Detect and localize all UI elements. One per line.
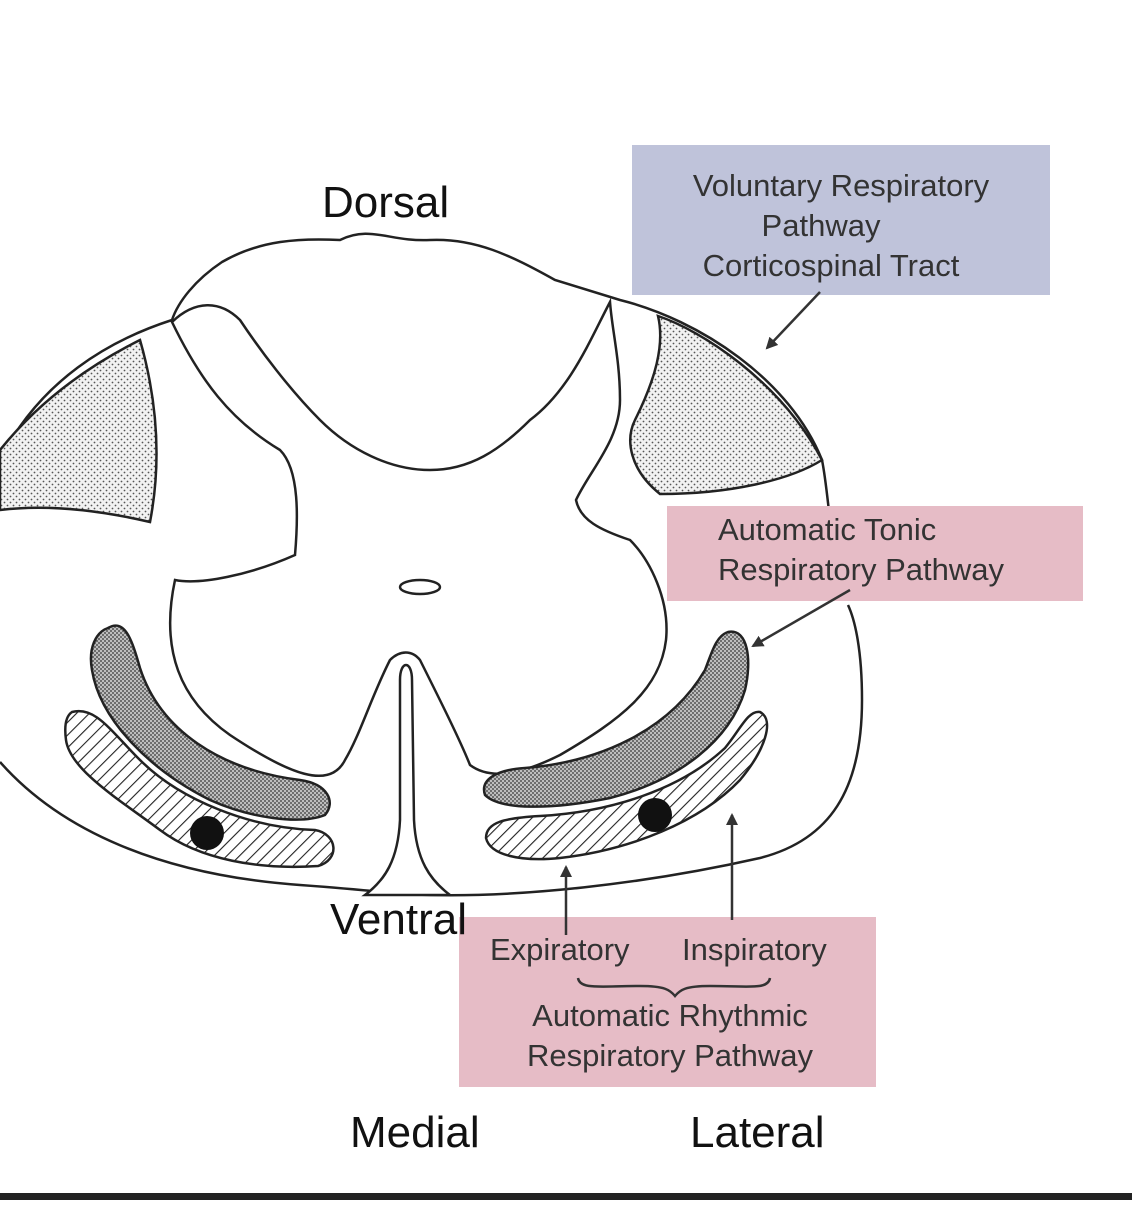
tonic-line-2: Respiratory Pathway: [718, 552, 1005, 587]
inspiratory-label: Inspiratory: [682, 932, 827, 967]
left-corticospinal-region: [0, 338, 158, 524]
bottom-border: [0, 1193, 1132, 1200]
grey-matter: [168, 297, 668, 778]
central-canal: [398, 578, 442, 596]
tonic-line-1: Automatic Tonic: [718, 512, 937, 547]
tonic-arrow: [751, 588, 851, 648]
rhythmic-pathway-box: [459, 917, 876, 1087]
right-tonic-band: [482, 630, 750, 808]
dorsal-label: Dorsal: [322, 178, 450, 227]
ventral-median-fissure: [361, 663, 454, 897]
rhythmic-box-text: Automatic Rhythmic Respiratory Pathway: [470, 996, 870, 1076]
voluntary-pathway-box: [632, 145, 1050, 295]
ventral-label: Ventral: [330, 895, 467, 944]
voluntary-line-1: Voluntary Respiratory: [692, 168, 990, 203]
voluntary-line-2: Pathway: [761, 208, 881, 243]
right-rhythmic-band: [484, 710, 769, 861]
left-rhythmic-band: [64, 709, 335, 869]
rhythmic-line-1: Automatic Rhythmic: [532, 998, 808, 1033]
expiratory-label: Expiratory: [490, 932, 630, 967]
left-rhythmic-nucleus: [190, 816, 224, 850]
voluntary-arrow: [765, 291, 821, 350]
medial-label: Medial: [350, 1108, 480, 1157]
voluntary-box-text: Voluntary Respiratory Pathway Corticospi…: [632, 166, 1050, 286]
right-rhythmic-nucleus: [638, 798, 672, 832]
tonic-pathway-box: [667, 506, 1083, 601]
rhythmic-line-2: Respiratory Pathway: [526, 1038, 813, 1073]
left-tonic-band: [89, 624, 331, 821]
right-corticospinal-region: [629, 314, 824, 496]
tonic-box-text: Automatic Tonic Respiratory Pathway: [700, 510, 1070, 590]
voluntary-line-3: Corticospinal Tract: [702, 248, 960, 283]
grouping-brace: [576, 977, 772, 998]
lateral-label: Lateral: [690, 1108, 825, 1157]
